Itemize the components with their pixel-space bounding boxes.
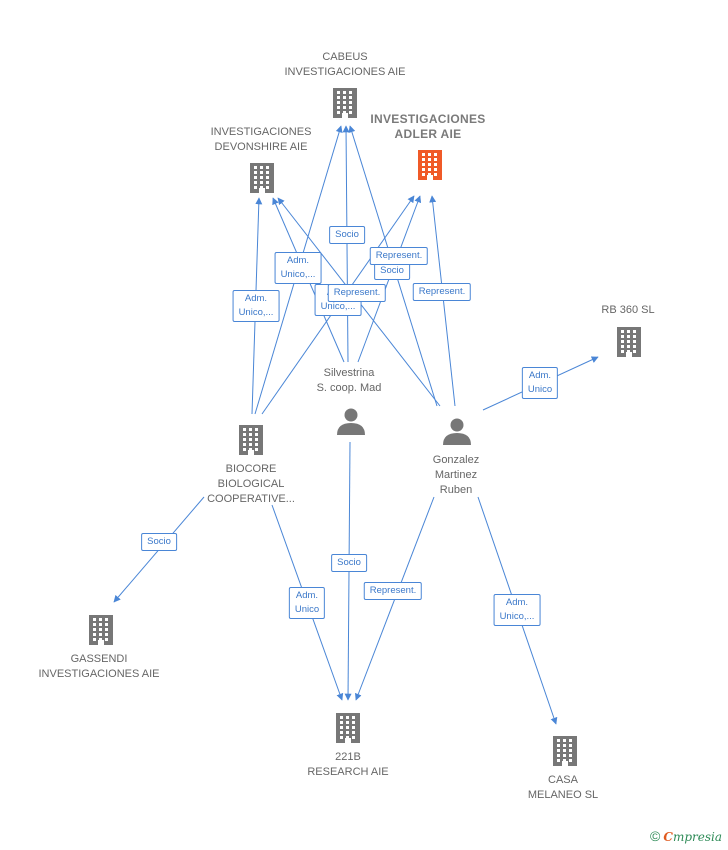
copyright-icon: © — [650, 828, 661, 844]
edge-label-biocore-gassendi[interactable]: Socio — [141, 533, 177, 551]
brand-logo-text: mpresia — [672, 830, 722, 844]
edge-label-silvestrina-cabeus[interactable]: Socio — [329, 226, 365, 244]
edge-label-gonzalez-casa[interactable]: Adm. Unico,... — [493, 594, 541, 626]
edge-label-biocore-devonshire[interactable]: Adm. Unico,... — [232, 290, 280, 322]
edge-silvestrina-cabeus — [342, 125, 350, 363]
rb360-building-icon[interactable] — [617, 327, 641, 357]
brand-logo-initial: C — [663, 830, 673, 844]
node-label-biocore[interactable]: BIOCORE BIOLOGICAL COOPERATIVE... — [207, 463, 295, 505]
silvestrina-person-icon[interactable] — [337, 408, 365, 436]
edge-label-gonzalez-devonshire[interactable]: Represent. — [327, 284, 387, 302]
edge-label-silvestrina-r221b[interactable]: Socio — [331, 554, 367, 572]
edge-label-gonzalez-rb360[interactable]: Adm. Unico — [521, 367, 559, 399]
biocore-building-icon[interactable] — [239, 425, 263, 455]
gassendi-building-icon[interactable] — [89, 615, 113, 645]
node-label-gonzalez[interactable]: Gonzalez Martinez Ruben — [432, 454, 480, 496]
edge-label-gonzalez-cabeus[interactable]: Represent. — [369, 247, 429, 265]
node-label-cabeus[interactable]: CABEUS INVESTIGACIONES AIE — [284, 51, 406, 78]
edge-label-gonzalez-adler[interactable]: Represent. — [412, 283, 472, 301]
node-label-r221b[interactable]: 221B RESEARCH AIE — [307, 751, 389, 778]
node-label-devonshire[interactable]: INVESTIGACIONES DEVONSHIRE AIE — [210, 126, 312, 153]
gonzalez-person-icon[interactable] — [443, 418, 471, 446]
brand-footer: ©Cmpresia — [650, 828, 722, 844]
node-label-gassendi[interactable]: GASSENDI INVESTIGACIONES AIE — [38, 653, 160, 680]
adler-building-icon[interactable] — [418, 150, 442, 180]
cabeus-building-icon[interactable] — [333, 88, 357, 118]
edge-gonzalez-adler — [429, 195, 456, 407]
edge-label-biocore-cabeus[interactable]: Adm. Unico,... — [274, 252, 322, 284]
edge-label-gonzalez-r221b[interactable]: Represent. — [363, 582, 423, 600]
node-label-casa[interactable]: CASA MELANEO SL — [527, 774, 599, 801]
r221b-building-icon[interactable] — [336, 713, 360, 743]
casa-building-icon[interactable] — [553, 736, 577, 766]
devonshire-building-icon[interactable] — [250, 163, 274, 193]
node-label-adler[interactable]: INVESTIGACIONES ADLER AIE — [370, 112, 486, 141]
node-label-rb360[interactable]: RB 360 SL — [601, 304, 655, 316]
node-label-silvestrina[interactable]: Silvestrina S. coop. Mad — [316, 367, 382, 394]
edge-label-biocore-r221b[interactable]: Adm. Unico — [288, 587, 326, 619]
